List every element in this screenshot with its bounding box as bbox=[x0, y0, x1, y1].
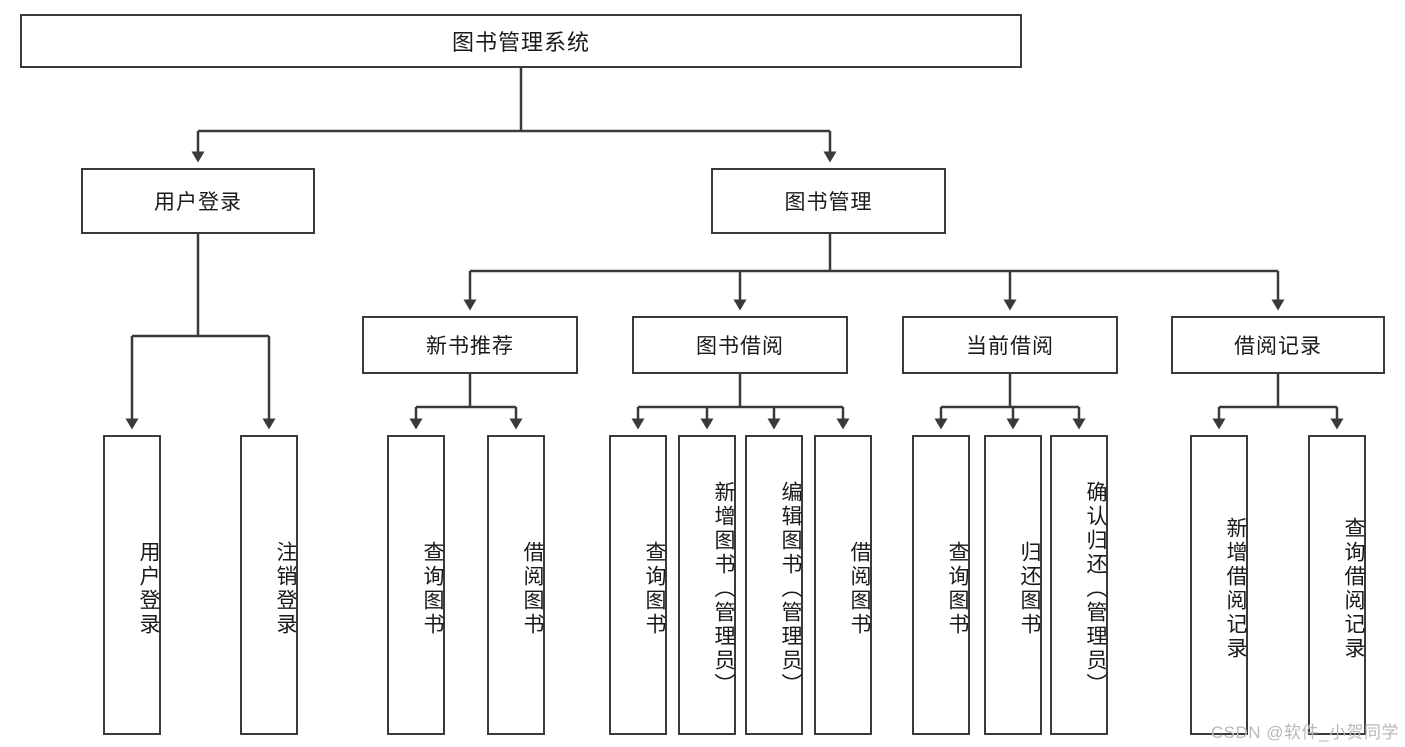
node-leaf-borrow-book-2[interactable]: 借阅图书 bbox=[814, 435, 872, 735]
node-current-borrow[interactable]: 当前借阅 bbox=[902, 316, 1118, 374]
node-new-book-recommend-label: 新书推荐 bbox=[426, 335, 514, 358]
node-leaf-query-book-2-label: 查询图书 bbox=[643, 541, 666, 637]
node-leaf-logout[interactable]: 注销登录 bbox=[240, 435, 298, 735]
node-borrow-record[interactable]: 借阅记录 bbox=[1171, 316, 1385, 374]
node-leaf-add-book-label: 新增图书（管理员） bbox=[712, 481, 735, 697]
node-leaf-query-book-3-label: 查询图书 bbox=[946, 541, 969, 637]
node-leaf-query-book-2[interactable]: 查询图书 bbox=[609, 435, 667, 735]
node-leaf-add-record[interactable]: 新增借阅记录 bbox=[1190, 435, 1248, 735]
node-user-login[interactable]: 用户登录 bbox=[81, 168, 315, 234]
node-book-manage[interactable]: 图书管理 bbox=[711, 168, 946, 234]
node-leaf-confirm-return-label: 确认归还（管理员） bbox=[1084, 481, 1107, 697]
node-leaf-logout-label: 注销登录 bbox=[274, 541, 297, 637]
node-leaf-query-book-1[interactable]: 查询图书 bbox=[387, 435, 445, 735]
node-leaf-return-book-label: 归还图书 bbox=[1018, 541, 1041, 637]
node-book-borrow[interactable]: 图书借阅 bbox=[632, 316, 848, 374]
node-leaf-add-record-label: 新增借阅记录 bbox=[1224, 517, 1247, 661]
node-leaf-borrow-book-2-label: 借阅图书 bbox=[848, 541, 871, 637]
node-leaf-add-book[interactable]: 新增图书（管理员） bbox=[678, 435, 736, 735]
node-root-label: 图书管理系统 bbox=[451, 30, 590, 55]
node-leaf-user-login-label: 用户登录 bbox=[137, 541, 160, 637]
node-current-borrow-label: 当前借阅 bbox=[966, 335, 1054, 358]
node-leaf-confirm-return[interactable]: 确认归还（管理员） bbox=[1050, 435, 1108, 735]
node-borrow-record-label: 借阅记录 bbox=[1234, 335, 1322, 358]
node-root[interactable]: 图书管理系统 bbox=[20, 14, 1022, 68]
node-leaf-query-book-1-label: 查询图书 bbox=[421, 541, 444, 637]
node-leaf-query-record-label: 查询借阅记录 bbox=[1342, 517, 1365, 661]
watermark: CSDN @软件_小贺同学 bbox=[1210, 723, 1399, 742]
node-book-borrow-label: 图书借阅 bbox=[696, 335, 784, 358]
node-leaf-borrow-book-1[interactable]: 借阅图书 bbox=[487, 435, 545, 735]
node-leaf-edit-book-label: 编辑图书（管理员） bbox=[779, 481, 802, 697]
node-leaf-return-book[interactable]: 归还图书 bbox=[984, 435, 1042, 735]
node-book-manage-label: 图书管理 bbox=[784, 191, 873, 214]
node-new-book-recommend[interactable]: 新书推荐 bbox=[362, 316, 578, 374]
node-leaf-borrow-book-1-label: 借阅图书 bbox=[521, 541, 544, 637]
node-user-login-label: 用户登录 bbox=[154, 191, 242, 214]
node-leaf-edit-book[interactable]: 编辑图书（管理员） bbox=[745, 435, 803, 735]
node-leaf-query-record[interactable]: 查询借阅记录 bbox=[1308, 435, 1366, 735]
node-leaf-query-book-3[interactable]: 查询图书 bbox=[912, 435, 970, 735]
node-leaf-user-login[interactable]: 用户登录 bbox=[103, 435, 161, 735]
